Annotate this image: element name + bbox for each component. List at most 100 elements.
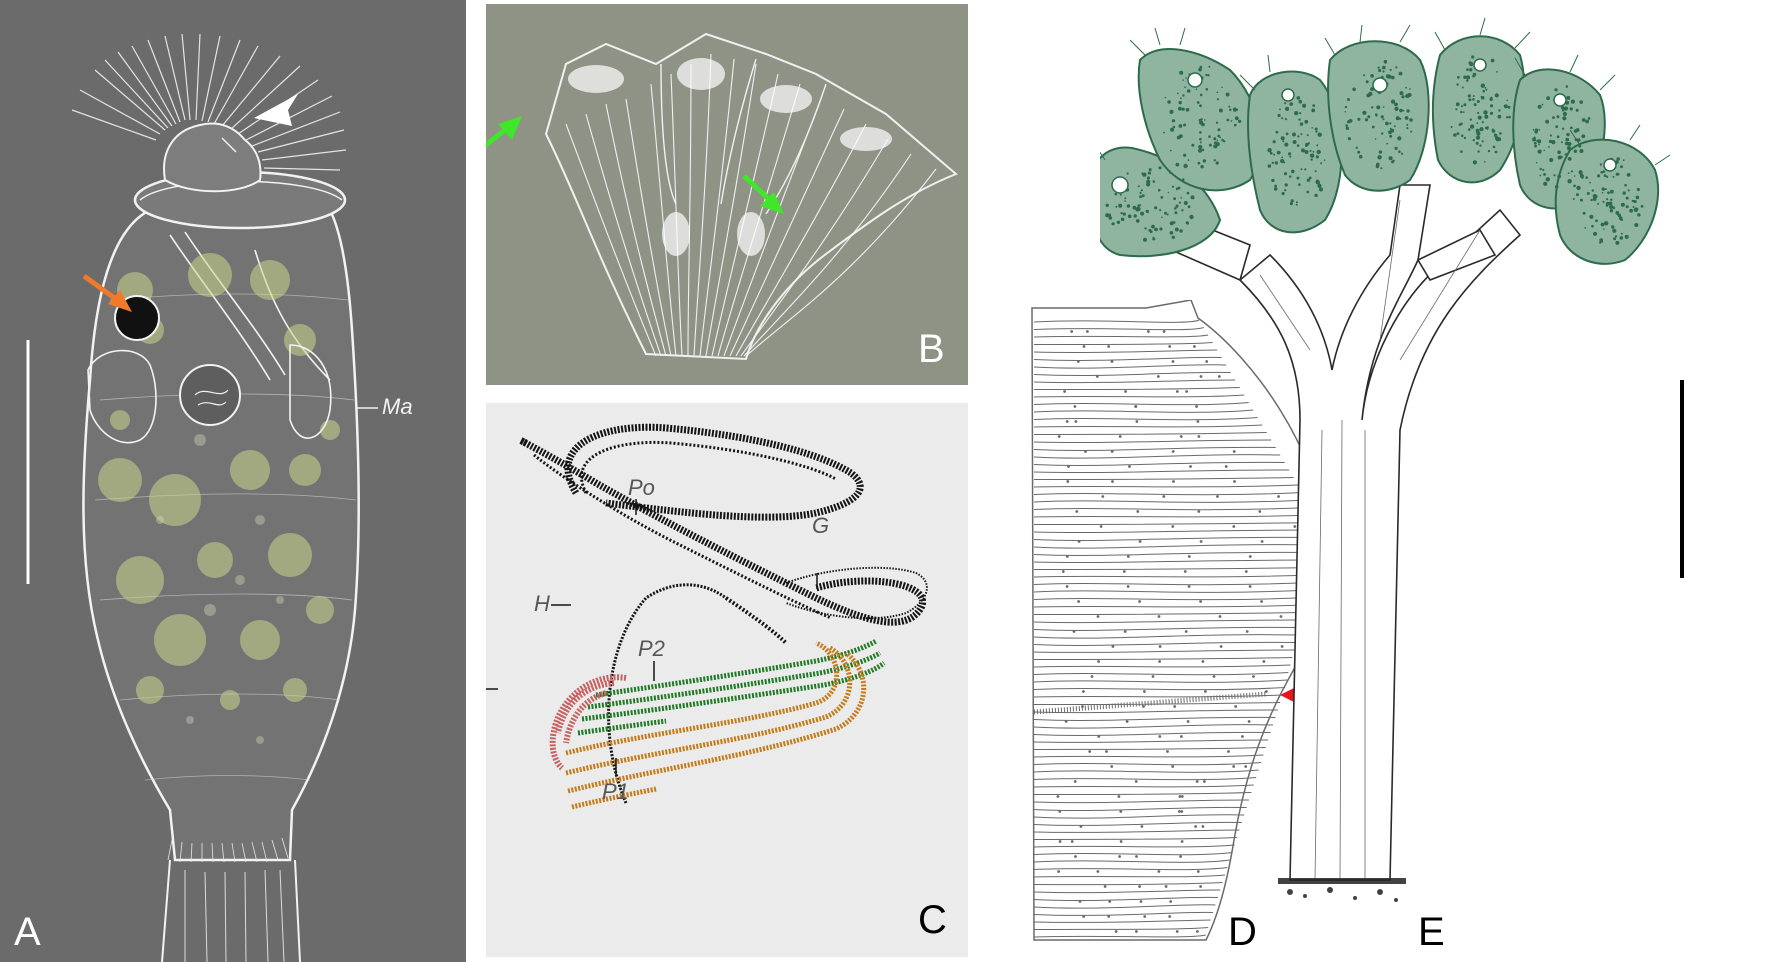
stipple-dot xyxy=(1404,116,1409,120)
stipple-dot xyxy=(1394,106,1399,111)
stipple-dot xyxy=(1619,236,1624,240)
pore xyxy=(1128,465,1131,468)
pore xyxy=(1175,390,1179,393)
stipple-dot xyxy=(1171,185,1175,188)
stipple-dot xyxy=(1208,135,1211,138)
pore xyxy=(1219,645,1223,648)
pore xyxy=(1201,660,1205,663)
stipple-dot xyxy=(1481,121,1484,124)
stipple-dot xyxy=(1310,158,1313,161)
stipple-dot xyxy=(1347,137,1351,141)
stipple-dot xyxy=(1604,188,1607,191)
stipple-dot xyxy=(1456,132,1460,136)
pore xyxy=(1232,765,1236,768)
pore xyxy=(1123,630,1127,633)
stipple-dot xyxy=(1409,118,1413,122)
stipple-dot xyxy=(1311,108,1316,113)
stipple-dot xyxy=(1394,102,1398,107)
stipple-dot xyxy=(1216,139,1219,142)
silverline xyxy=(1033,784,1254,788)
pore xyxy=(1118,855,1121,858)
stipple-dot xyxy=(1503,104,1508,109)
colony-stalk xyxy=(1158,184,1522,881)
stipple-dot xyxy=(1225,92,1230,97)
stipple-dot xyxy=(1105,213,1110,218)
pore xyxy=(1105,750,1108,753)
stipple-dot xyxy=(1181,209,1184,212)
pore xyxy=(1103,885,1107,888)
stipple-dot xyxy=(1174,211,1178,215)
stipple-dot xyxy=(1137,185,1140,188)
stipple-dot xyxy=(1167,100,1171,104)
stipple-dot xyxy=(1183,163,1188,169)
pore xyxy=(1279,615,1283,618)
pore xyxy=(1277,495,1280,498)
label-p2: P2 xyxy=(638,636,665,661)
stipple-dot xyxy=(1199,131,1202,134)
stipple-dot xyxy=(1199,65,1203,69)
stipple-dot xyxy=(1484,114,1489,119)
stipple-dot xyxy=(1284,183,1288,187)
stipple-dot xyxy=(1615,240,1620,245)
stipple-dot xyxy=(1154,206,1158,210)
stipple-dot xyxy=(1466,68,1469,71)
pore xyxy=(1058,840,1062,843)
stipple-dot xyxy=(1480,83,1485,88)
stipple-dot xyxy=(1601,187,1605,191)
stipple-dot xyxy=(1170,127,1175,132)
stipple-dot xyxy=(1640,204,1644,208)
pore xyxy=(1187,585,1191,588)
stipple-dot xyxy=(1560,106,1565,110)
stipple-dot xyxy=(1627,189,1630,192)
stipple-dot xyxy=(1137,204,1140,207)
stipple-dot xyxy=(1575,128,1580,132)
pore xyxy=(1082,690,1085,693)
stipple-dot xyxy=(1508,115,1511,119)
stipple-dot xyxy=(1592,194,1597,199)
stipple-dot xyxy=(1382,106,1385,108)
pore xyxy=(1260,540,1264,543)
pore xyxy=(1197,510,1201,513)
silverline xyxy=(1033,837,1238,840)
stipple-dot xyxy=(1617,213,1620,217)
substrate xyxy=(1278,878,1406,902)
stipple-dot xyxy=(1626,173,1631,177)
stipple-dot xyxy=(1589,214,1594,219)
silverline xyxy=(1033,731,1271,736)
stipple-dot xyxy=(1535,161,1538,164)
stipple-dot xyxy=(1272,140,1276,144)
stipple-dot xyxy=(1497,114,1502,119)
pore xyxy=(1171,765,1175,768)
stipple-dot xyxy=(1229,108,1232,112)
stipple-dot xyxy=(1197,161,1201,165)
pore xyxy=(1227,750,1230,753)
stipple-dot xyxy=(1476,122,1479,125)
pore xyxy=(1180,795,1184,798)
silverline xyxy=(1033,461,1285,466)
stipple-dot xyxy=(1399,91,1404,96)
stipple-dot xyxy=(1567,179,1572,184)
granules xyxy=(156,434,284,744)
stipple-dot xyxy=(1345,126,1350,130)
stipple-dot xyxy=(1490,104,1494,108)
stipple-dot xyxy=(1472,160,1477,165)
silverline xyxy=(1033,417,1258,421)
panel-label-a: A xyxy=(14,910,41,954)
stipple-dot xyxy=(1463,103,1467,107)
pore xyxy=(1260,600,1263,603)
pellicular-pores xyxy=(1056,330,1297,933)
pore xyxy=(1138,885,1141,888)
stipple-dot xyxy=(1570,126,1573,130)
stipple-dot xyxy=(1624,234,1629,239)
stipple-dot xyxy=(1467,94,1471,98)
stipple-dot xyxy=(1489,97,1493,102)
stipple-dot xyxy=(1105,203,1109,207)
stipple-dot xyxy=(1298,183,1301,186)
pore xyxy=(1075,510,1079,513)
stipple-dot xyxy=(1391,75,1395,80)
stipple-dot xyxy=(1284,118,1288,121)
stipple-dot xyxy=(1172,221,1176,224)
stipple-dot xyxy=(1176,135,1181,140)
stipple-dot xyxy=(1410,130,1413,133)
stipple-dot xyxy=(1469,68,1473,72)
